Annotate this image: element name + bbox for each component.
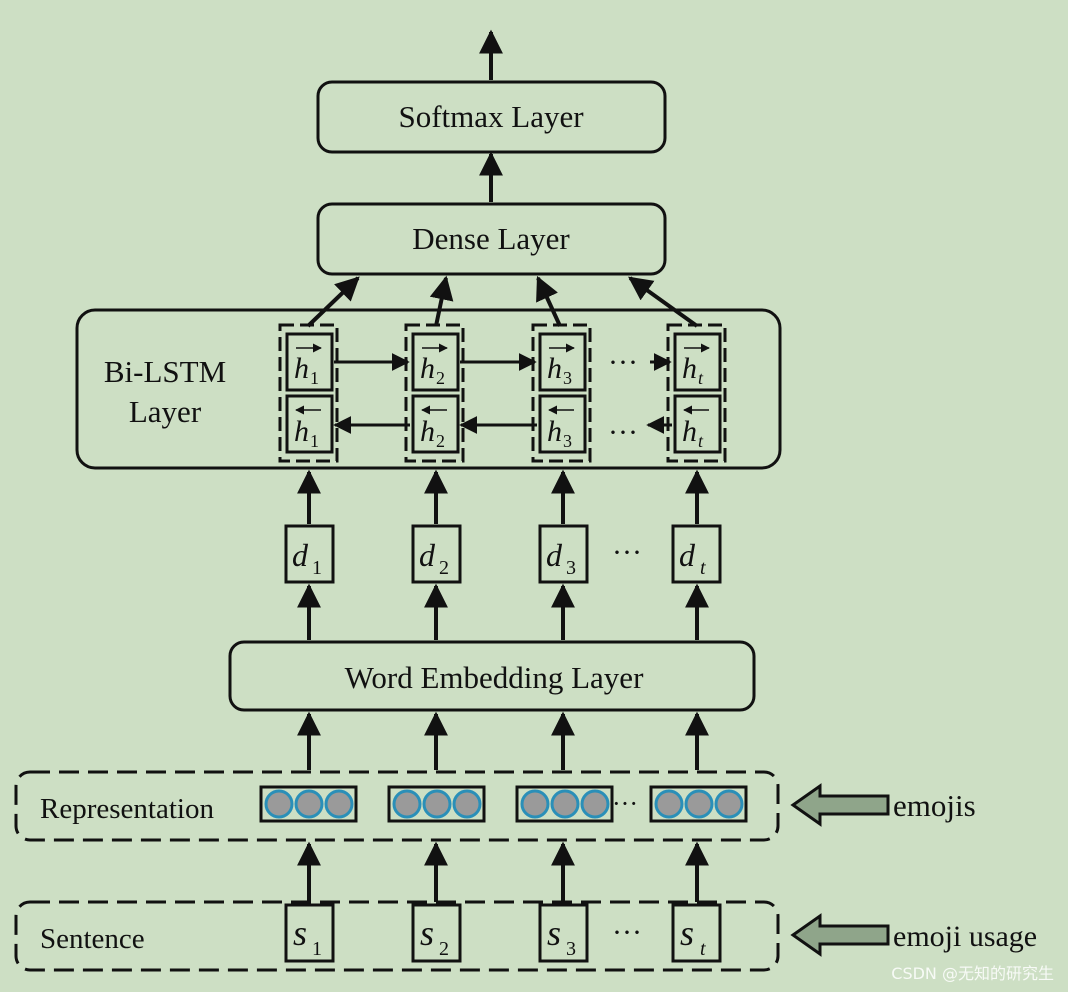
hidden-forward-symbol-3: h (547, 352, 562, 385)
hidden-forward-sub-1: 1 (310, 368, 319, 388)
s-node-t-symbol: s (680, 913, 694, 953)
emojis-side-arrow (790, 783, 890, 827)
lstm-to-dense-arrow-4 (628, 276, 699, 328)
representation-vector-t (649, 785, 748, 823)
d-node-t-sub: t (700, 557, 706, 579)
d-node-1-symbol: d (292, 537, 309, 573)
bilstm-layer-label-line2: Layer (129, 394, 202, 429)
d-nodes: d 1 d 2 d 3 ··· d t (284, 524, 722, 584)
s-node-1-symbol: s (293, 913, 307, 953)
emoji-usage-side-arrow (790, 913, 890, 957)
emoji-usage-label: emoji usage (893, 920, 1037, 953)
hidden-forward-symbol-2: h (420, 352, 435, 385)
backward-ellipsis: ··· (608, 416, 638, 449)
hidden-backward-symbol-1: h (294, 415, 309, 448)
hidden-forward-symbol-1: h (294, 352, 309, 385)
hidden-backward-symbol-3: h (547, 415, 562, 448)
bilstm-layer-label-line1: Bi-LSTM (104, 354, 226, 389)
representation-ellipsis: ··· (612, 789, 638, 818)
s-node-2: s 2 (411, 903, 462, 963)
s-node-1: s 1 (284, 903, 335, 963)
s-node-3-sub: 3 (566, 938, 576, 960)
representation-vectors: ··· (259, 785, 748, 823)
representation-vector-2 (387, 785, 486, 823)
sentence-layer: Sentence (14, 900, 780, 972)
hidden-backward-symbol-t: h (682, 415, 697, 448)
s-node-2-sub: 2 (439, 938, 449, 960)
s-node-3: s 3 (538, 903, 589, 963)
hidden-backward-sub-2: 2 (436, 431, 445, 451)
sentence-label: Sentence (40, 923, 145, 955)
hidden-forward-sub-2: 2 (436, 368, 445, 388)
emojis-label: emojis (893, 788, 976, 823)
d-node-3: d 3 (538, 524, 589, 584)
d-node-t: d t (671, 524, 722, 584)
lstm-to-dense-arrow-3 (536, 275, 562, 327)
hidden-node-column-2: h 2 h 2 (404, 323, 465, 463)
d-node-2-sub: 2 (439, 557, 449, 579)
watermark: CSDN @无知的研究生 (891, 964, 1054, 983)
lstm-to-dense-arrow-1 (306, 276, 360, 328)
word-embedding-layer: Word Embedding Layer (228, 640, 756, 712)
hidden-backward-symbol-2: h (420, 415, 435, 448)
hidden-node-column-t: h t h t (666, 323, 727, 463)
hidden-forward-symbol-t: h (682, 352, 697, 385)
softmax-layer: Softmax Layer (316, 80, 667, 154)
hidden-backward-sub-3: 3 (563, 431, 572, 451)
word-embedding-layer-label: Word Embedding Layer (345, 660, 644, 695)
s-nodes: s 1 s 2 s 3 ··· s t (284, 903, 722, 963)
lstm-to-dense-arrow-2 (429, 275, 454, 327)
s-ellipsis: ··· (612, 916, 642, 949)
s-node-2-symbol: s (420, 913, 434, 953)
dense-layer-label: Dense Layer (412, 221, 570, 256)
hidden-forward-sub-t: t (698, 368, 704, 388)
hidden-state-nodes: h 1 h 1 h 2 h 2 h 3 h 3 (278, 323, 727, 463)
d-node-2-symbol: d (419, 537, 436, 573)
hidden-node-column-3: h 3 h 3 (531, 323, 592, 463)
hidden-forward-sub-3: 3 (563, 368, 572, 388)
representation-label: Representation (40, 793, 214, 825)
d-node-1-sub: 1 (312, 557, 322, 579)
s-node-t-sub: t (700, 938, 706, 960)
hidden-backward-sub-t: t (698, 431, 704, 451)
d-ellipsis: ··· (612, 536, 642, 569)
representation-vector-3 (515, 785, 614, 823)
d-node-t-symbol: d (679, 537, 696, 573)
representation-layer: Representation (14, 770, 780, 842)
d-node-3-sub: 3 (566, 557, 576, 579)
forward-ellipsis: ··· (608, 346, 638, 379)
d-node-2: d 2 (411, 524, 462, 584)
s-node-1-sub: 1 (312, 938, 322, 960)
d-node-3-symbol: d (546, 537, 563, 573)
representation-vector-1 (259, 785, 358, 823)
dense-layer: Dense Layer (316, 202, 667, 276)
hidden-node-column-1: h 1 h 1 (278, 323, 339, 463)
s-node-t: s t (671, 903, 722, 963)
softmax-layer-label: Softmax Layer (398, 99, 584, 134)
hidden-backward-sub-1: 1 (310, 431, 319, 451)
bilstm-layer: Bi-LSTM Layer (75, 308, 782, 470)
s-node-3-symbol: s (547, 913, 561, 953)
d-node-1: d 1 (284, 524, 335, 584)
